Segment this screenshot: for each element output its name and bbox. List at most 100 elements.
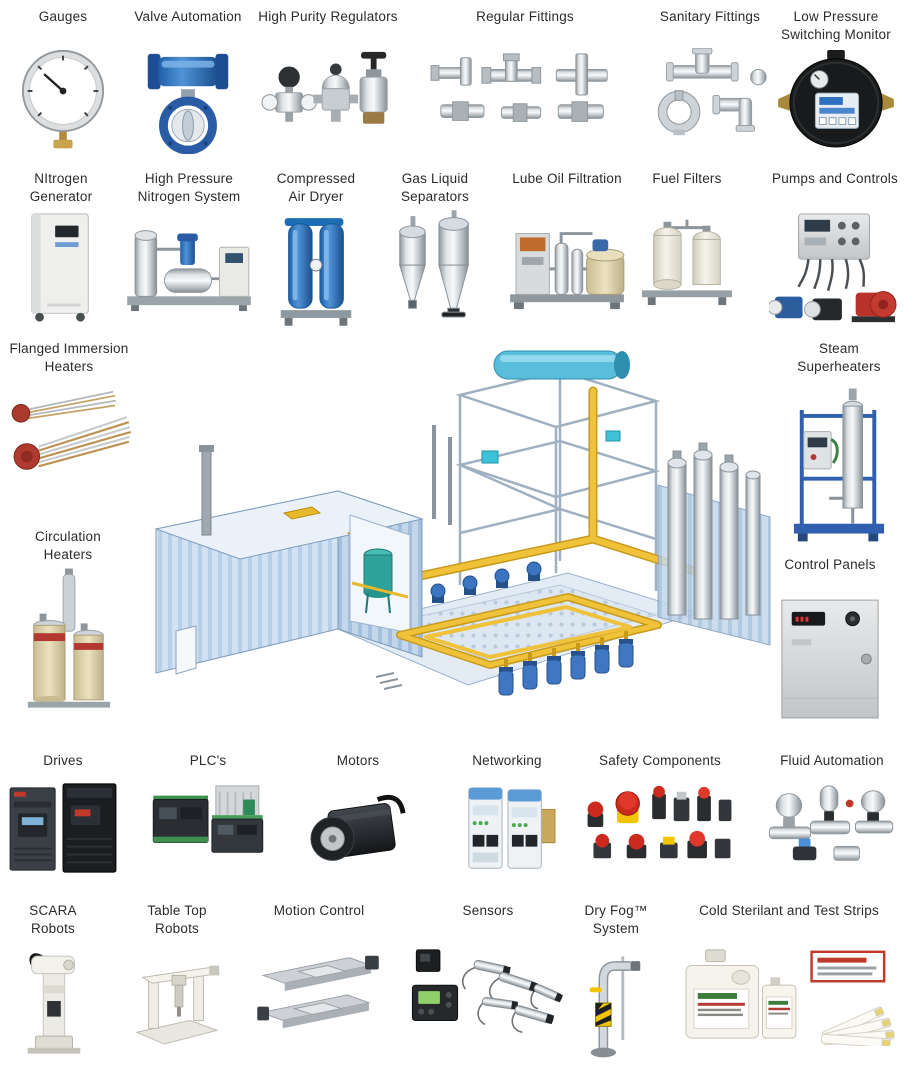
compressed-air-dryer-image	[271, 210, 361, 330]
category-networking[interactable]: Networking	[452, 752, 562, 878]
cold-sterilant-image	[675, 942, 903, 1046]
category-scara-robots[interactable]: SCARA Robots	[8, 902, 98, 1060]
category-label: Fluid Automation	[780, 753, 884, 768]
sanitary-fittings-icon	[657, 48, 767, 136]
category-table-top-robots[interactable]: Table Top Robots	[128, 902, 226, 1052]
gauge-icon	[21, 49, 105, 149]
category-steam-superheaters[interactable]: Steam Superheaters	[788, 340, 890, 544]
process-facility-graphic	[154, 350, 771, 696]
switching-monitor-icon	[778, 49, 894, 148]
category-sanitary-fittings[interactable]: Sanitary Fittings	[648, 8, 772, 143]
category-fuel-filters[interactable]: Fuel Filters	[636, 170, 738, 308]
category-label: Sensors	[462, 903, 514, 918]
networking-image	[453, 780, 561, 878]
high-pressure-nitrogen-system-image	[123, 210, 255, 314]
low-pressure-switching-monitor-image	[772, 48, 900, 150]
facility-illustration	[138, 333, 774, 747]
category-nitrogen-generator[interactable]: NItrogen Generator	[20, 170, 102, 325]
category-label: Motion Control	[273, 903, 365, 918]
nitrogen-generator-icon	[31, 213, 89, 322]
gauges-image	[20, 48, 106, 155]
category-cold-sterilant-and-test-strips[interactable]: Cold Sterilant and Test Strips	[676, 902, 902, 1046]
sensors-icon	[411, 949, 563, 1034]
category-label: Valve Automation	[134, 9, 242, 24]
motion-control-image	[255, 942, 383, 1040]
nitrogen-system-icon	[127, 230, 251, 312]
control-panel-icon	[781, 599, 879, 719]
dry-fog-icon	[589, 956, 641, 1058]
category-regular-fittings[interactable]: Regular Fittings	[425, 8, 625, 138]
category-label: Drives	[43, 753, 83, 768]
category-motion-control[interactable]: Motion Control	[256, 902, 382, 1040]
fuel-filters-icon	[641, 219, 733, 306]
category-label: Flanged Immersion Heaters	[9, 341, 129, 374]
category-label: Fuel Filters	[652, 171, 722, 186]
category-fluid-automation[interactable]: Fluid Automation	[762, 752, 902, 870]
category-high-purity-regulators[interactable]: High Purity Regulators	[258, 8, 398, 149]
steam-superheaters-image	[790, 380, 888, 544]
dry-fog-system-image	[582, 942, 650, 1060]
network-modules-icon	[468, 787, 556, 869]
category-label: Steam Superheaters	[797, 341, 881, 374]
table-top-robot-icon	[135, 965, 221, 1045]
category-label: Motors	[336, 753, 380, 768]
category-low-pressure-switching-monitor[interactable]: Low Pressure Switching Monitor	[770, 8, 902, 150]
immersion-heaters-icon	[11, 390, 132, 470]
scara-robots-image	[14, 942, 92, 1060]
category-dry-fog-system[interactable]: Dry Fog™ System	[580, 902, 652, 1060]
category-label: NItrogen Generator	[29, 171, 93, 204]
category-valve-automation[interactable]: Valve Automation	[131, 8, 245, 154]
category-gas-liquid-separators[interactable]: Gas Liquid Separators	[385, 170, 485, 332]
category-motors[interactable]: Motors	[302, 752, 414, 876]
lube-oil-filtration-image	[506, 210, 628, 312]
category-label: SCARA Robots	[29, 903, 77, 936]
category-label: Networking	[472, 753, 542, 768]
drives-image	[6, 780, 120, 878]
category-label: Cold Sterilant and Test Strips	[699, 903, 879, 918]
category-label: High Pressure Nitrogen System	[137, 171, 241, 204]
category-label: Sanitary Fittings	[659, 9, 761, 24]
lube-oil-icon	[510, 232, 625, 310]
pumps-controls-icon	[769, 213, 897, 323]
pumps-and-controls-image	[769, 210, 901, 332]
category-sensors[interactable]: Sensors	[406, 902, 570, 1048]
category-label: Gas Liquid Separators	[400, 171, 470, 204]
valve-automation-image	[133, 48, 243, 154]
regular-fittings-image	[427, 48, 623, 138]
category-circulation-heaters[interactable]: Circulation Heaters	[16, 528, 120, 718]
sterilant-and-strips-icon	[685, 949, 895, 1046]
air-dryer-icon	[280, 218, 352, 326]
high-purity-regulators-image	[260, 48, 396, 149]
category-label: PLC's	[189, 753, 227, 768]
category-drives[interactable]: Drives	[6, 752, 120, 878]
category-plcs[interactable]: PLC's	[146, 752, 270, 866]
category-label: Control Panels	[784, 557, 876, 572]
category-label: Table Top Robots	[147, 903, 207, 936]
category-high-pressure-nitrogen-system[interactable]: High Pressure Nitrogen System	[122, 170, 256, 314]
category-gauges[interactable]: Gauges	[18, 8, 108, 155]
drives-icon	[9, 783, 117, 873]
fuel-filters-image	[636, 210, 738, 308]
flanged-immersion-heaters-image	[3, 380, 135, 482]
gas-liquid-separators-image	[387, 210, 483, 332]
category-compressed-air-dryer[interactable]: Compressed Air Dryer	[268, 170, 364, 330]
category-pumps-and-controls[interactable]: Pumps and Controls	[768, 170, 902, 332]
sensors-image	[406, 942, 570, 1048]
superheater-icon	[793, 388, 885, 542]
category-label: Dry Fog™ System	[584, 903, 648, 936]
regulators-icon	[261, 51, 388, 124]
category-flanged-immersion-heaters[interactable]: Flanged Immersion Heaters	[2, 340, 136, 482]
category-control-panels[interactable]: Control Panels	[776, 556, 884, 724]
category-lube-oil-filtration[interactable]: Lube Oil Filtration	[505, 170, 629, 312]
scara-robot-icon	[27, 953, 81, 1054]
category-label: High Purity Regulators	[258, 9, 398, 24]
category-label: Compressed Air Dryer	[276, 171, 356, 204]
category-label: Gauges	[38, 9, 88, 24]
category-label: Safety Components	[599, 753, 721, 768]
category-safety-components[interactable]: Safety Components	[584, 752, 736, 872]
safety-components-image	[583, 780, 737, 872]
table-top-robots-image	[129, 942, 225, 1052]
circulation-heaters-image	[20, 568, 116, 718]
servo-motor-icon	[310, 794, 406, 861]
